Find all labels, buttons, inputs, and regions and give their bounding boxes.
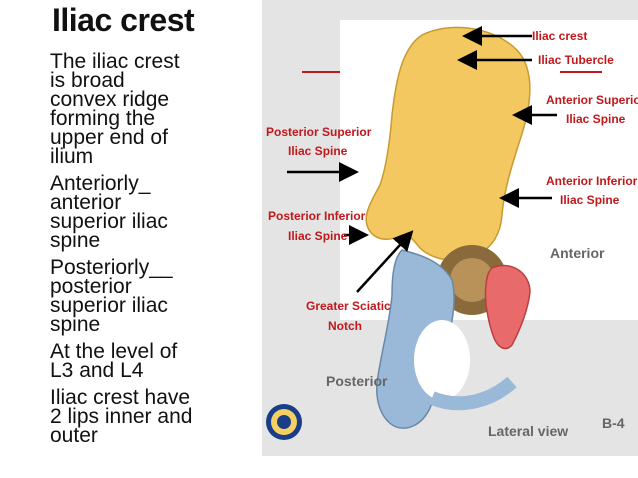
bullet-list: The iliac crest is broad convex ridge fo… xyxy=(50,50,265,453)
bullet-item: Posteriorly__ posterior superior iliac s… xyxy=(50,256,173,336)
ilium-shape xyxy=(365,26,531,262)
label-iliac-crest: Iliac crest xyxy=(532,29,587,43)
bullet-item: The iliac crest is broad convex ridge fo… xyxy=(50,50,180,168)
label-iliac-tubercle: Iliac Tubercle xyxy=(538,53,614,67)
label-figure-code: B-4 xyxy=(602,415,625,431)
label-psis-2: Iliac Spine xyxy=(288,144,348,158)
label-gsn-1: Greater Sciatic xyxy=(306,299,391,313)
bullet-item: At the level of L3 and L4 xyxy=(50,340,178,382)
slide-title: Iliac crest xyxy=(52,2,195,38)
label-lateral-view: Lateral view xyxy=(488,423,568,439)
label-aiis-2: Iliac Spine xyxy=(560,193,620,207)
hip-bone-illustration: Iliac crest Iliac Tubercle Anterior Supe… xyxy=(262,0,638,456)
label-asis-1: Anterior Superior xyxy=(546,93,638,107)
label-aiis-1: Anterior Inferior xyxy=(546,174,638,188)
label-anterior: Anterior xyxy=(550,245,605,261)
bullet-item: Anteriorly_ anterior superior iliac spin… xyxy=(50,172,168,252)
label-posterior: Posterior xyxy=(326,373,388,389)
label-psis-1: Posterior Superior xyxy=(266,125,372,139)
label-gsn-2: Notch xyxy=(328,319,362,333)
label-piis-1: Posterior Inferior xyxy=(268,209,366,223)
obturator-foramen xyxy=(414,320,470,400)
arrow-greater-sciatic-notch xyxy=(356,230,414,293)
label-piis-2: Iliac Spine xyxy=(288,229,348,243)
label-asis-2: Iliac Spine xyxy=(566,112,626,126)
hip-bone-figure: Iliac crest Iliac Tubercle Anterior Supe… xyxy=(262,0,638,456)
university-seal-logo xyxy=(266,404,302,440)
bullet-item: Iliac crest have 2 lips inner and outer xyxy=(50,386,193,447)
pubis-shape xyxy=(484,264,531,350)
